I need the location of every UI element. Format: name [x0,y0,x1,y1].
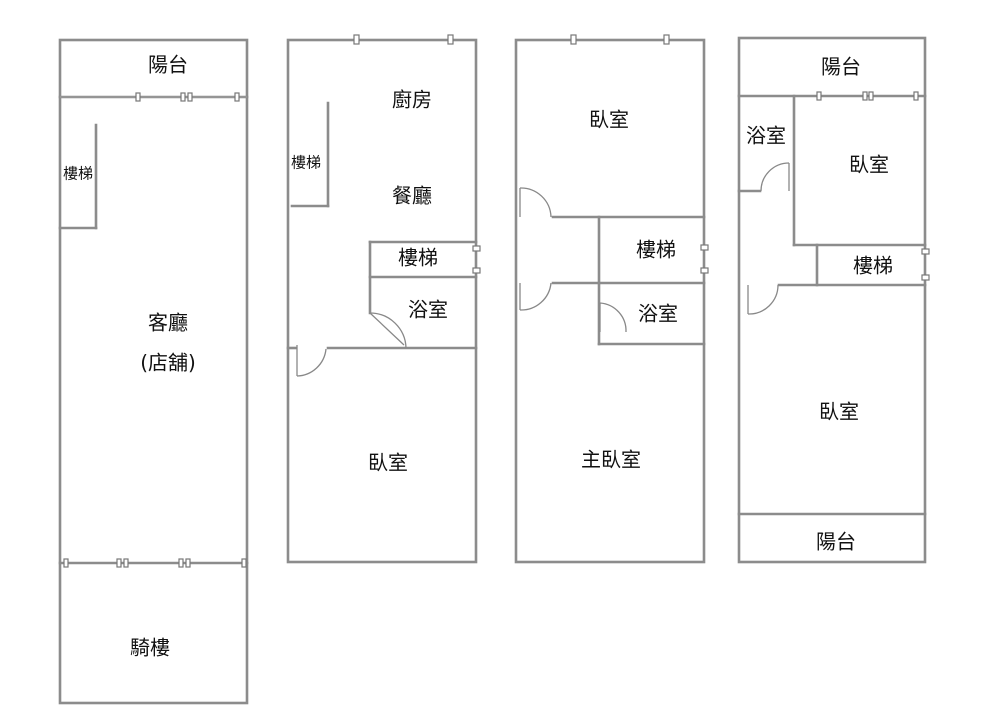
room-label-arcade: 騎樓 [130,636,170,660]
floor-4-stair-window [921,248,930,281]
floor-4-walls [737,36,927,564]
room-label-dining: 餐廳 [392,184,432,208]
floor-3-walls [514,38,706,564]
floor-1: 陽台 樓梯 客廳 (店舖) 騎樓 [58,38,249,705]
floor-4-doors [747,162,790,315]
floor-2-doors [296,312,407,377]
floor-2: 廚房 樓梯 餐廳 樓梯 浴室 臥室 [286,34,481,564]
floor-2-top-window [353,34,454,45]
room-label-living-room-sub: (店舖) [140,351,196,375]
room-label-bathroom: 浴室 [746,124,786,148]
room-label-bedroom: 臥室 [589,108,629,132]
floor-4: 陽台 浴室 臥室 樓梯 臥室 陽台 [737,36,930,564]
floor-3-doors [519,187,627,333]
room-label-master-bedroom: 主臥室 [581,448,641,472]
room-label-bedroom-lower: 臥室 [819,400,859,424]
floor-2-walls [286,38,478,564]
floor-3: 臥室 樓梯 浴室 主臥室 [514,34,709,564]
room-label-stairs: 樓梯 [636,238,676,262]
room-label-balcony: 陽台 [148,53,188,77]
room-label-balcony-bottom: 陽台 [816,530,856,554]
floor-1-balcony-window [60,92,247,102]
room-label-living-room: 客廳 [148,311,188,335]
room-label-bedroom-upper: 臥室 [849,153,889,177]
room-label-stairs: 樓梯 [398,246,438,270]
floor-3-stair-window [700,244,709,274]
room-label-balcony-top: 陽台 [821,55,861,79]
floor-2-stair-window [472,245,481,274]
room-label-kitchen: 廚房 [392,88,432,112]
room-label-stairs-small: 樓梯 [291,154,321,172]
floor-4-balcony-window [816,91,919,101]
room-label-stairs: 樓梯 [853,254,893,278]
room-label-bathroom: 浴室 [638,302,678,326]
room-label-stairs: 樓梯 [63,165,93,183]
floor-1-arcade-window [63,558,247,568]
room-label-bathroom: 浴室 [408,298,448,322]
room-label-bedroom: 臥室 [368,451,408,475]
floor-3-top-window [570,34,670,45]
